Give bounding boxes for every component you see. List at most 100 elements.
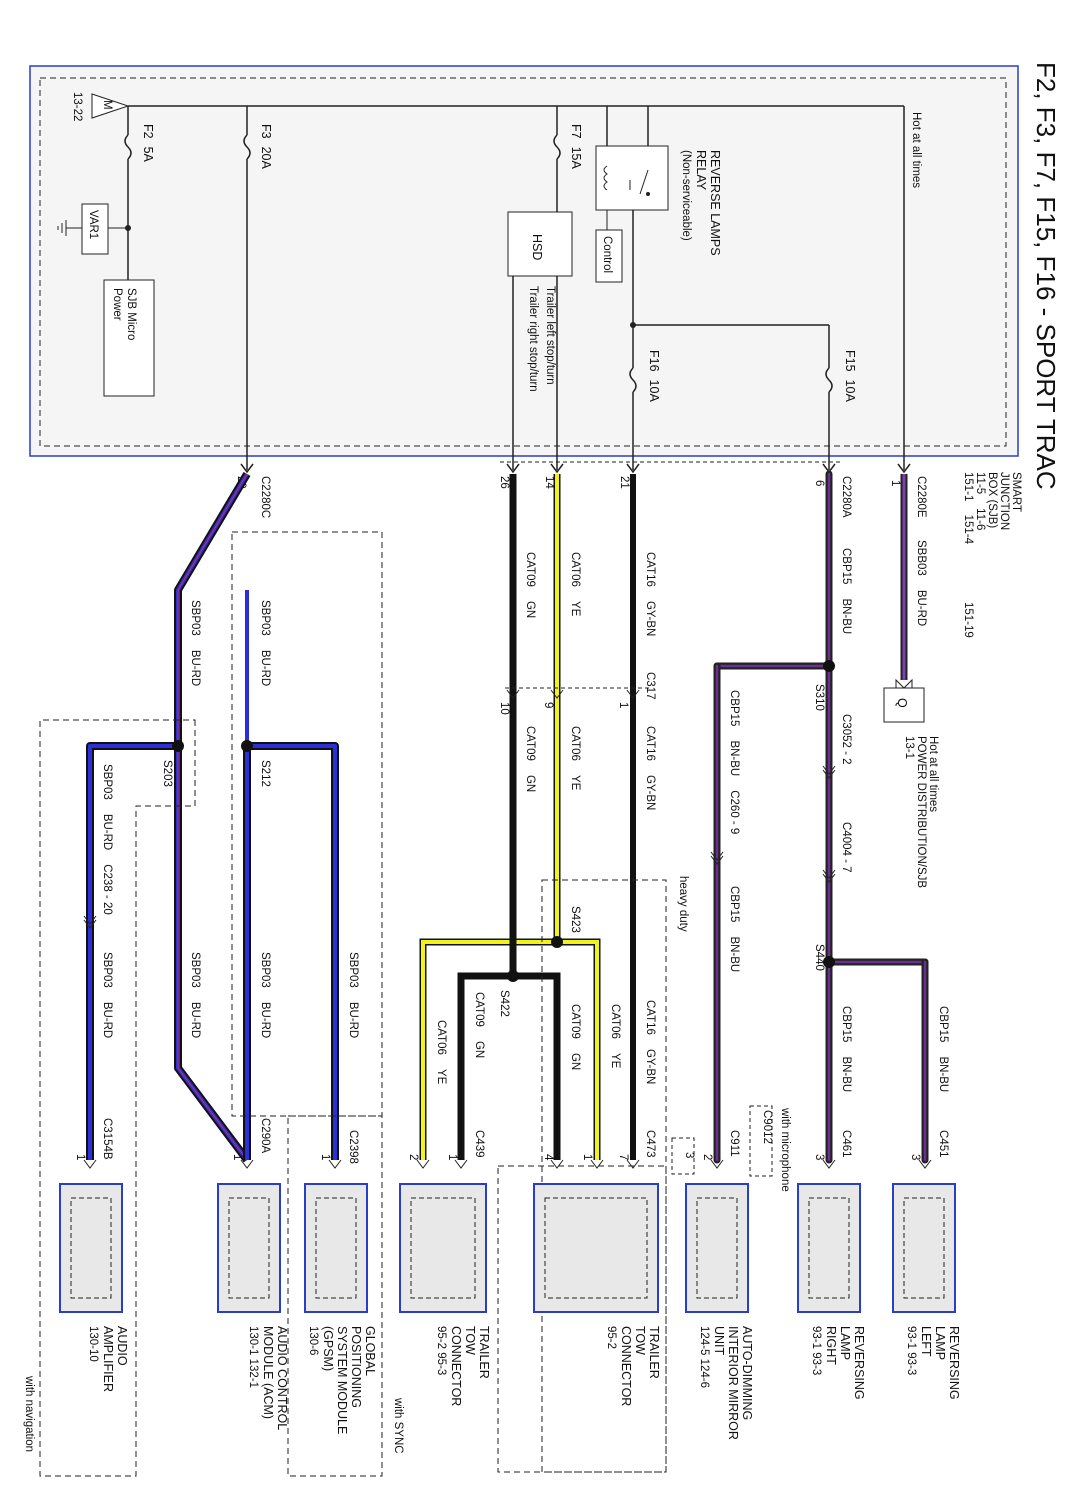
svg-text:9: 9 bbox=[542, 702, 554, 708]
svg-text:M: M bbox=[101, 100, 113, 110]
hot-at-all-times-label: Hot at all times bbox=[910, 112, 922, 188]
svg-text:Trailer left stop/turn: Trailer left stop/turn bbox=[544, 286, 556, 385]
svg-text:C4004 - 7: C4004 - 7 bbox=[840, 822, 852, 873]
svg-text:TRAILER: TRAILER bbox=[647, 1326, 661, 1379]
svg-text:CAT09GN: CAT09GN bbox=[524, 552, 536, 618]
svg-text:93-1 93-3: 93-1 93-3 bbox=[810, 1326, 822, 1375]
splice-s212 bbox=[241, 740, 253, 752]
reversing-lamp-right bbox=[797, 1183, 861, 1313]
svg-text:151-1151-4: 151-1151-4 bbox=[962, 472, 974, 545]
var1-box bbox=[81, 203, 109, 255]
svg-text:C451: C451 bbox=[937, 1130, 949, 1158]
svg-text:REVERSE LAMPS: REVERSE LAMPS bbox=[708, 150, 722, 256]
svg-text:CAT16GY-BN: CAT16GY-BN bbox=[644, 726, 656, 810]
auto-dimming-interior-mirror bbox=[685, 1183, 749, 1313]
svg-text:CBP15BN-BUC260 - 9: CBP15BN-BUC260 - 9 bbox=[728, 690, 740, 834]
svg-text:3: 3 bbox=[909, 1154, 921, 1160]
svg-text:INTERIOR MIRROR: INTERIOR MIRROR bbox=[726, 1326, 740, 1440]
svg-text:SYSTEM MODULE: SYSTEM MODULE bbox=[335, 1326, 349, 1434]
svg-text:4: 4 bbox=[542, 1154, 554, 1161]
svg-text:JUNCTION: JUNCTION bbox=[998, 472, 1010, 530]
svg-text:130-1 132-1: 130-1 132-1 bbox=[247, 1326, 259, 1388]
svg-text:124-5 124-6: 124-5 124-6 bbox=[698, 1326, 710, 1388]
svg-text:Q: Q bbox=[895, 698, 909, 708]
svg-text:26: 26 bbox=[498, 476, 510, 489]
svg-text:95-2: 95-2 bbox=[605, 1326, 617, 1349]
svg-text:CONNECTOR: CONNECTOR bbox=[449, 1326, 463, 1406]
fuse-f15-label: F1510A bbox=[843, 350, 857, 402]
svg-text:1: 1 bbox=[74, 1154, 86, 1160]
audio-amplifier bbox=[59, 1183, 123, 1313]
svg-text:HSD: HSD bbox=[530, 234, 544, 260]
svg-text:Hot at all times: Hot at all times bbox=[927, 736, 939, 812]
svg-text:SBP03BU-RD: SBP03BU-RD bbox=[347, 952, 359, 1038]
svg-text:AUDIO: AUDIO bbox=[115, 1326, 129, 1366]
trailer-tow-connector-heavy-duty bbox=[533, 1183, 659, 1313]
svg-text:SJB Micro: SJB Micro bbox=[125, 288, 137, 340]
svg-text:AMPLIFIER: AMPLIFIER bbox=[101, 1326, 115, 1392]
svg-text:CBP15BN-BU: CBP15BN-BU bbox=[840, 548, 852, 634]
svg-text:C2280E: C2280E bbox=[915, 476, 927, 518]
svg-text:S440: S440 bbox=[813, 944, 825, 971]
svg-text:C2280A: C2280A bbox=[840, 476, 852, 518]
svg-text:C461: C461 bbox=[840, 1130, 852, 1158]
svg-text:C439: C439 bbox=[473, 1130, 485, 1158]
svg-text:Power: Power bbox=[111, 288, 123, 321]
svg-text:UNIT: UNIT bbox=[712, 1326, 726, 1356]
sjb-micro-power-box bbox=[103, 279, 155, 397]
svg-text:(GPSM): (GPSM) bbox=[321, 1326, 335, 1371]
svg-text:14: 14 bbox=[543, 476, 555, 489]
svg-text:TOW: TOW bbox=[633, 1326, 647, 1355]
svg-text:CONNECTOR: CONNECTOR bbox=[619, 1326, 633, 1406]
svg-text:130-6: 130-6 bbox=[307, 1326, 319, 1355]
svg-text:with navigation: with navigation bbox=[23, 1375, 35, 1452]
svg-text:13-22: 13-22 bbox=[71, 92, 83, 121]
svg-text:11-511-6: 11-511-6 bbox=[974, 472, 986, 530]
svg-text:130-10: 130-10 bbox=[87, 1326, 99, 1362]
svg-text:POWER DISTRIBUTION/SJB: POWER DISTRIBUTION/SJB bbox=[915, 736, 927, 888]
svg-text:RELAY: RELAY bbox=[694, 150, 708, 191]
svg-text:C911: C911 bbox=[728, 1130, 740, 1157]
svg-text:with microphone: with microphone bbox=[779, 1107, 791, 1192]
svg-text:CAT06YE: CAT06YE bbox=[609, 1004, 621, 1069]
svg-text:CBP15BN-BU: CBP15BN-BU bbox=[937, 1006, 949, 1092]
svg-text:6: 6 bbox=[813, 480, 825, 486]
svg-text:CAT06YE: CAT06YE bbox=[435, 1020, 447, 1085]
gps-module bbox=[304, 1183, 368, 1313]
control-box bbox=[595, 229, 623, 283]
splice-s422 bbox=[507, 970, 519, 982]
splice-s203 bbox=[172, 740, 184, 752]
svg-text:GLOBAL: GLOBAL bbox=[363, 1326, 377, 1376]
svg-text:95-2 95-3: 95-2 95-3 bbox=[435, 1326, 447, 1375]
svg-text:CAT09GN: CAT09GN bbox=[473, 992, 485, 1058]
svg-text:3: 3 bbox=[813, 1154, 825, 1160]
svg-text:SBP03BU-RD: SBP03BU-RD bbox=[189, 600, 201, 686]
svg-text:151-19: 151-19 bbox=[962, 602, 974, 638]
hsd-box bbox=[507, 211, 573, 277]
svg-text:AUDIO CONTROL: AUDIO CONTROL bbox=[275, 1326, 289, 1430]
svg-text:1: 1 bbox=[319, 1154, 331, 1160]
fuse-f7-label: F715A bbox=[569, 124, 583, 169]
svg-text:CBP15BN-BU: CBP15BN-BU bbox=[728, 886, 740, 972]
audio-control-module bbox=[217, 1183, 281, 1313]
svg-text:SBP03BU-RDC238 - 20: SBP03BU-RDC238 - 20 bbox=[101, 764, 113, 915]
svg-text:1: 1 bbox=[446, 1154, 458, 1160]
svg-text:C9012: C9012 bbox=[761, 1110, 773, 1144]
svg-text:Trailer right stop/turn: Trailer right stop/turn bbox=[527, 286, 539, 392]
svg-text:LEFT: LEFT bbox=[919, 1326, 933, 1357]
svg-text:SBP03BU-RD: SBP03BU-RD bbox=[259, 600, 271, 686]
svg-text:C2280C: C2280C bbox=[259, 476, 271, 518]
svg-text:TRAILER: TRAILER bbox=[477, 1326, 491, 1379]
svg-text:C473: C473 bbox=[644, 1130, 656, 1158]
svg-text:heavy duty: heavy duty bbox=[677, 876, 689, 932]
svg-text:POSITIONING: POSITIONING bbox=[349, 1326, 363, 1408]
svg-text:TOW: TOW bbox=[463, 1326, 477, 1355]
fuse-f3-label: F320A bbox=[259, 124, 273, 169]
svg-text:S423: S423 bbox=[569, 906, 581, 933]
svg-text:3: 3 bbox=[683, 1152, 695, 1158]
svg-text:SBP03BU-RD: SBP03BU-RD bbox=[259, 952, 271, 1038]
svg-text:13-1: 13-1 bbox=[903, 736, 915, 759]
fuse-f16-label: F1610A bbox=[647, 350, 661, 402]
svg-text:1: 1 bbox=[889, 480, 901, 486]
